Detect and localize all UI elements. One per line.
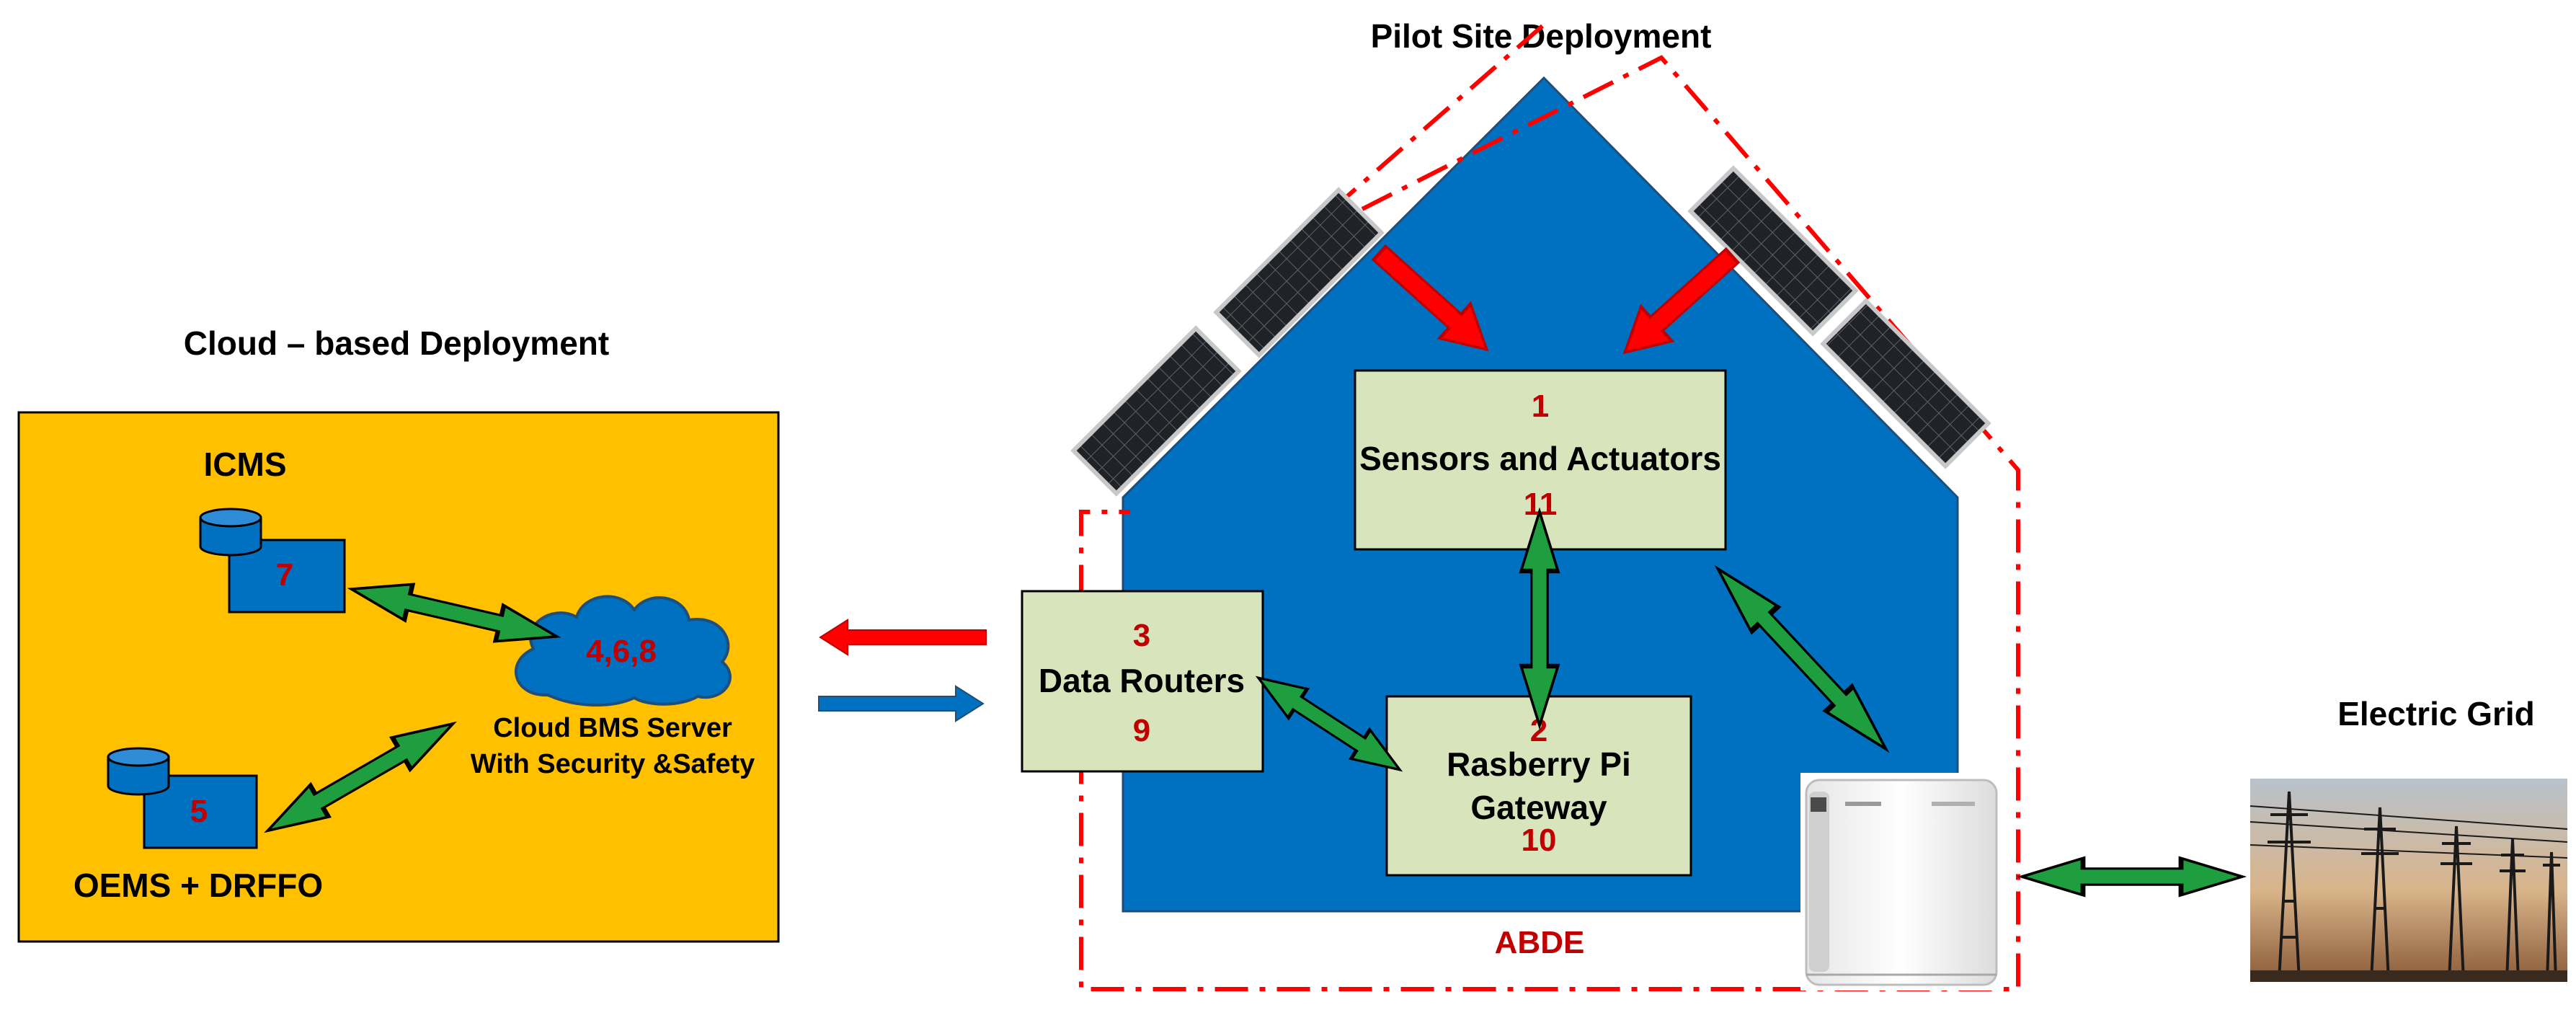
solar-panel-right bbox=[1687, 165, 1991, 469]
solar-panel-left bbox=[1070, 187, 1385, 497]
icms-database-icon bbox=[199, 508, 262, 557]
routers-number-bottom: 9 bbox=[1133, 713, 1150, 748]
battery-grid-double-arrow bbox=[2017, 856, 2247, 898]
cloud-to-pilot-arrow bbox=[818, 685, 985, 722]
abde-label: ABDE bbox=[1495, 925, 1585, 960]
sensors-gateway-double-arrow bbox=[1519, 507, 1560, 730]
cloud-server-label-line1: Cloud BMS Server bbox=[493, 713, 732, 743]
electric-grid-image bbox=[2249, 779, 2568, 982]
sensors-number-top: 1 bbox=[1532, 389, 1549, 424]
solar-right-to-sensors-arrow bbox=[1622, 247, 1741, 355]
oems-number: 5 bbox=[190, 794, 208, 829]
gateway-label-line2: Gateway bbox=[1470, 789, 1607, 826]
icms-server-double-arrow bbox=[347, 583, 561, 643]
pilot-section-title: Pilot Site Deployment bbox=[1371, 17, 1712, 55]
data-routers-box bbox=[1021, 590, 1264, 773]
oems-label: OEMS + DRFFO bbox=[74, 867, 323, 904]
routers-gateway-double-arrow bbox=[1255, 676, 1403, 772]
gateway-number-bottom: 10 bbox=[1522, 823, 1557, 858]
home-battery-icon bbox=[1800, 773, 2004, 991]
oems-server-double-arrow bbox=[264, 721, 457, 833]
icms-label: ICMS bbox=[204, 446, 287, 483]
icms-number: 7 bbox=[276, 557, 293, 593]
routers-number-top: 3 bbox=[1133, 618, 1150, 653]
cloud-server-label-line2: With Security &Safety bbox=[471, 749, 755, 779]
grid-section-title: Electric Grid bbox=[2337, 695, 2535, 732]
house-battery-double-arrow bbox=[1714, 564, 1890, 753]
cloud-section-title: Cloud – based Deployment bbox=[184, 324, 609, 362]
sensors-label: Sensors and Actuators bbox=[1359, 440, 1721, 477]
gateway-label-line1: Rasberry Pi bbox=[1447, 745, 1631, 783]
abde-boundary bbox=[1079, 24, 2020, 991]
cloud-server-numbers: 4,6,8 bbox=[586, 634, 657, 669]
solar-left-to-sensors-arrow bbox=[1371, 244, 1489, 352]
routers-label: Data Routers bbox=[1039, 662, 1245, 699]
oems-database-icon bbox=[107, 747, 170, 796]
pilot-to-cloud-arrow bbox=[819, 619, 987, 656]
